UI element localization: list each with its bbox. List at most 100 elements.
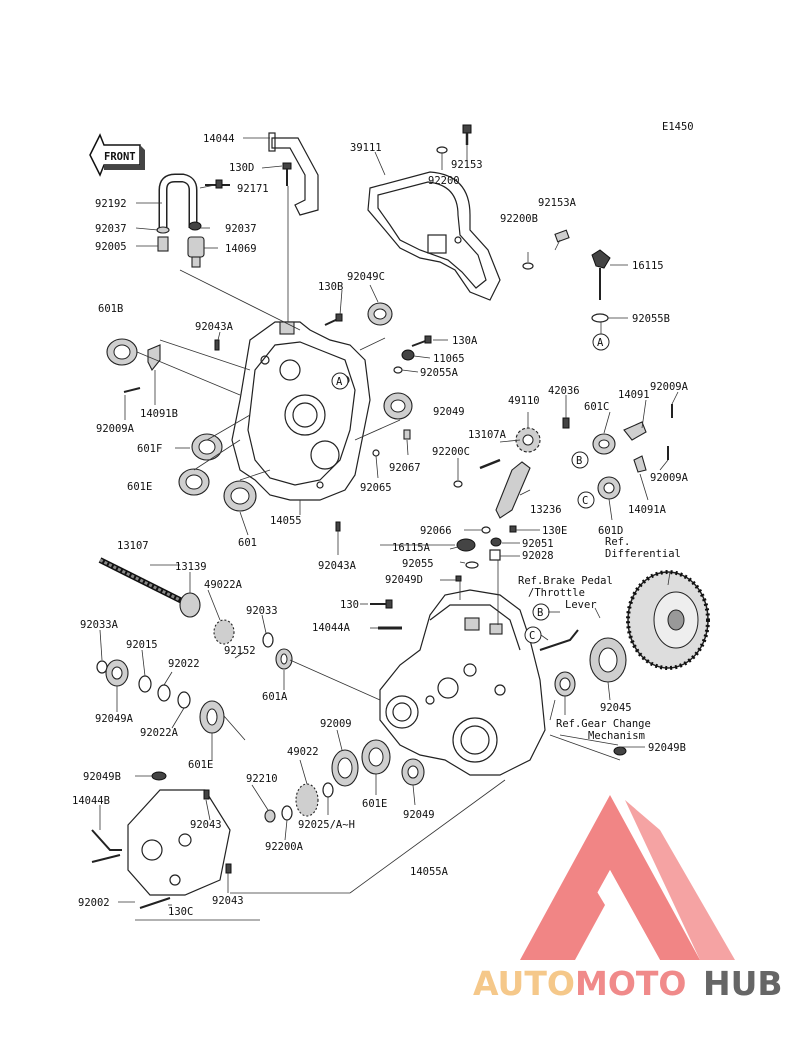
label-130e: 130E <box>542 525 567 537</box>
label-92066: 92066 <box>420 525 452 537</box>
differential-gear <box>626 570 710 670</box>
label-92210: 92210 <box>246 773 278 785</box>
plug-11065 <box>401 349 415 361</box>
front-arrow-icon: FRONT <box>89 133 145 177</box>
label-92153a: 92153A <box>538 197 577 209</box>
label-13107: 13107 <box>117 540 149 552</box>
bearing-601d <box>597 476 621 500</box>
bearing-601e-right <box>361 739 391 775</box>
svg-text:A: A <box>336 376 343 388</box>
bearing-601a <box>275 648 293 670</box>
bracket-14091b <box>147 344 161 372</box>
label-92033: 92033 <box>246 605 278 617</box>
label-16115a: 16115A <box>392 542 431 554</box>
hose-92192 <box>158 173 198 228</box>
svg-text:B: B <box>537 607 543 619</box>
label-92028: 92028 <box>522 550 554 562</box>
gear-49022a <box>213 619 235 645</box>
oring-92055 <box>465 561 479 569</box>
label-16115: 16115 <box>632 260 664 272</box>
bolt-92153 <box>462 124 472 145</box>
label-92200c: 92200C <box>432 446 470 458</box>
arm-13236 <box>495 461 531 519</box>
label-601d: 601D <box>598 525 623 537</box>
pin-92043-upper <box>203 789 210 800</box>
bearing-601e-lower <box>199 700 225 734</box>
label-92049a: 92049A <box>95 713 134 725</box>
watermark-hub: HUB <box>703 964 783 1003</box>
label-49022: 49022 <box>287 746 319 758</box>
label-92043-lower: 92043 <box>212 895 244 907</box>
ring-92210 <box>264 809 276 823</box>
collar-92028 <box>489 549 501 561</box>
label-130a: 130A <box>452 335 478 347</box>
ref-differential: Ref. Differential <box>605 536 681 560</box>
bolt-130a <box>411 335 432 347</box>
label-42036: 42036 <box>548 385 580 397</box>
label-14055a: 14055A <box>410 866 449 878</box>
seal-92049b-right <box>613 746 627 756</box>
bolt-130 <box>370 599 393 609</box>
label-92049b-left: 92049B <box>83 771 121 783</box>
label-92049b-right: 92049B <box>648 742 686 754</box>
watermark-logo-icon <box>520 795 735 960</box>
callout-b-1: B <box>571 451 589 469</box>
clip-92037-left <box>156 226 170 234</box>
ref-brake-pedal: Ref.Brake Pedal /Throttle Lever <box>518 575 613 611</box>
svg-text:C: C <box>582 495 588 507</box>
svg-text:Lever: Lever <box>565 599 597 611</box>
pin-92043a-lower <box>335 521 341 532</box>
label-14091a: 14091A <box>628 504 667 516</box>
bearing-601 <box>223 480 257 512</box>
bearing-601c <box>592 433 616 455</box>
bearing-92049-lower <box>401 758 425 786</box>
label-92152: 92152 <box>224 645 256 657</box>
label-14055: 14055 <box>270 515 302 527</box>
watermark-auto: AUTO <box>473 964 575 1003</box>
svg-text:A: A <box>597 337 604 349</box>
bracket-14091 <box>623 421 647 441</box>
bolt-130d <box>282 162 292 186</box>
dipstick-16115 <box>591 249 611 300</box>
label-601f: 601F <box>137 443 162 455</box>
svg-text:Differential: Differential <box>605 548 681 560</box>
bearing-92049d <box>455 575 462 582</box>
gear-13139 <box>179 592 201 618</box>
callout-c-2: C <box>524 626 542 644</box>
label-601c: 601C <box>584 401 609 413</box>
label-92049d: 92049D <box>385 574 423 586</box>
svg-text:B: B <box>576 455 582 467</box>
ring-92033a <box>96 660 108 674</box>
label-92037-left: 92037 <box>95 223 127 235</box>
label-92049-upper: 92049 <box>433 406 465 418</box>
label-13139: 13139 <box>175 561 207 573</box>
label-92043a-lower: 92043A <box>318 560 357 572</box>
label-49022a: 49022A <box>204 579 243 591</box>
svg-text:Ref.Gear Change: Ref.Gear Change <box>556 718 651 730</box>
label-92171: 92171 <box>237 183 269 195</box>
bolt-92009a-left <box>123 387 141 393</box>
bolt-130e <box>509 525 517 533</box>
label-92200b: 92200B <box>500 213 538 225</box>
label-14091b: 14091B <box>140 408 178 420</box>
callout-a-2: A <box>592 333 610 351</box>
label-130: 130 <box>340 599 359 611</box>
svg-text:/Throttle: /Throttle <box>528 587 585 599</box>
label-13236: 13236 <box>530 504 562 516</box>
label-39111: 39111 <box>350 142 382 154</box>
label-92049c: 92049C <box>347 271 385 283</box>
label-130c: 130C <box>168 906 193 918</box>
label-92067: 92067 <box>389 462 421 474</box>
label-92200a: 92200A <box>265 841 304 853</box>
ring-92033 <box>262 632 274 648</box>
callout-c-1: C <box>577 491 595 509</box>
leader-lines <box>99 137 679 921</box>
label-14069: 14069 <box>225 243 257 255</box>
label-92065: 92065 <box>360 482 392 494</box>
bearing-92045 <box>589 637 627 683</box>
svg-text:Ref.Brake Pedal: Ref.Brake Pedal <box>518 575 613 587</box>
label-92022: 92022 <box>168 658 200 670</box>
label-92022a: 92022A <box>140 727 179 739</box>
washer-92200 <box>436 146 448 154</box>
